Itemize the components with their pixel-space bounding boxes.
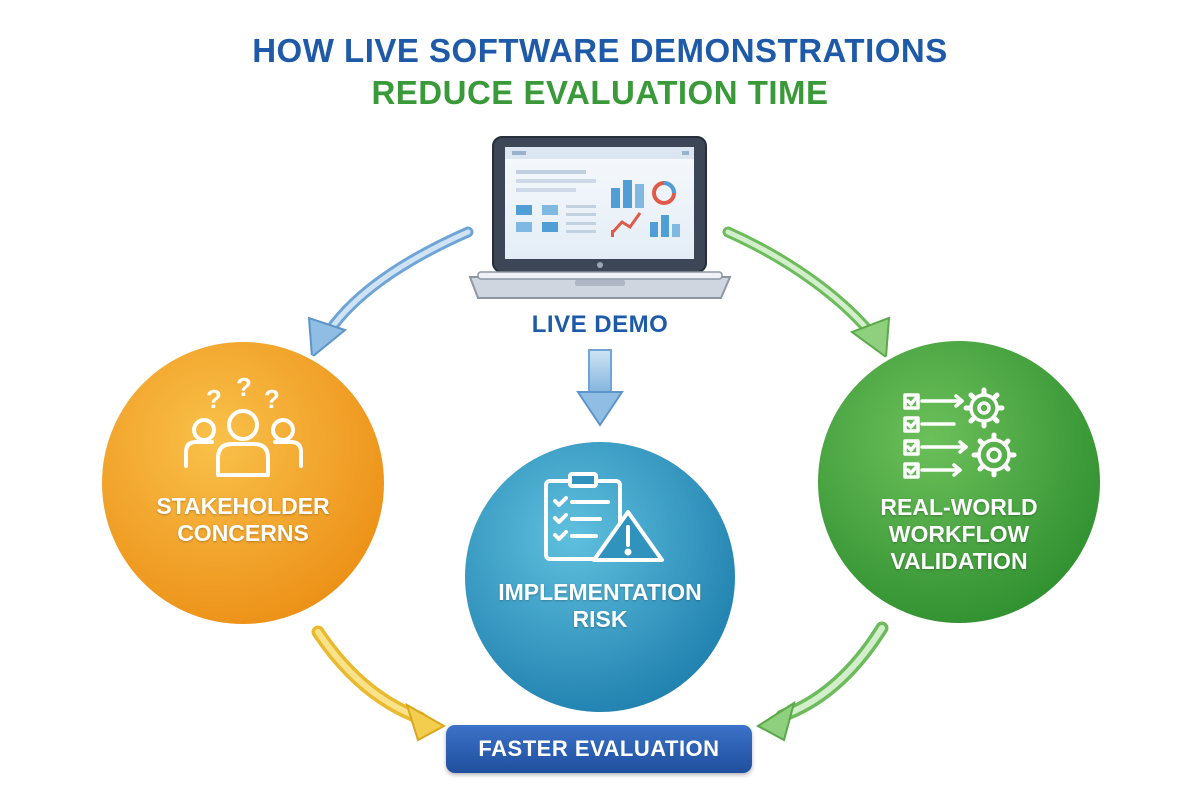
- title-line-2: REDUCE EVALUATION TIME: [371, 74, 829, 111]
- live-demo-label: LIVE DEMO: [531, 311, 669, 338]
- workflow-validation-circle: [814, 337, 1104, 627]
- workflow-label-line-2: WORKFLOW: [888, 521, 1030, 548]
- arrow-demo-to-risk: [576, 349, 624, 427]
- arrow-demo-to-stakeholder: [307, 226, 474, 359]
- stakeholder-label-line-2: CONCERNS: [177, 520, 309, 547]
- workflow-label-line-3: VALIDATION: [890, 548, 1028, 575]
- implementation-risk-circle: [461, 438, 739, 716]
- workflow-validation-label: REAL-WORLD WORKFLOW VALIDATION: [829, 494, 1089, 575]
- arrow-stakeholder-to-result: [311, 625, 447, 742]
- arrow-demo-to-workflow: [722, 226, 891, 359]
- stakeholder-concerns-label: STAKEHOLDER CONCERNS: [113, 493, 373, 547]
- stakeholder-concerns-circle: [98, 338, 388, 628]
- workflow-label-line-1: REAL-WORLD: [880, 494, 1038, 520]
- faster-evaluation-badge: FASTER EVALUATION: [446, 725, 752, 773]
- stakeholder-label-line-1: STAKEHOLDER: [156, 493, 330, 519]
- svg-text:?: ?: [264, 384, 280, 414]
- title-line-1: HOW LIVE SOFTWARE DEMONSTRATIONS: [252, 32, 948, 69]
- clipboard-warning-icon: [544, 472, 664, 562]
- svg-text:?: ?: [236, 372, 252, 402]
- checklist-gears-icon: [903, 387, 1017, 479]
- risk-label-line-1: IMPLEMENTATION: [498, 579, 702, 605]
- implementation-risk-label: IMPLEMENTATION RISK: [465, 579, 735, 633]
- risk-label-line-2: RISK: [572, 606, 628, 633]
- laptop-icon: [468, 136, 732, 299]
- svg-text:?: ?: [206, 384, 222, 414]
- people-with-questions-icon: ? ? ?: [184, 372, 303, 477]
- arrow-workflow-to-result: [756, 621, 889, 742]
